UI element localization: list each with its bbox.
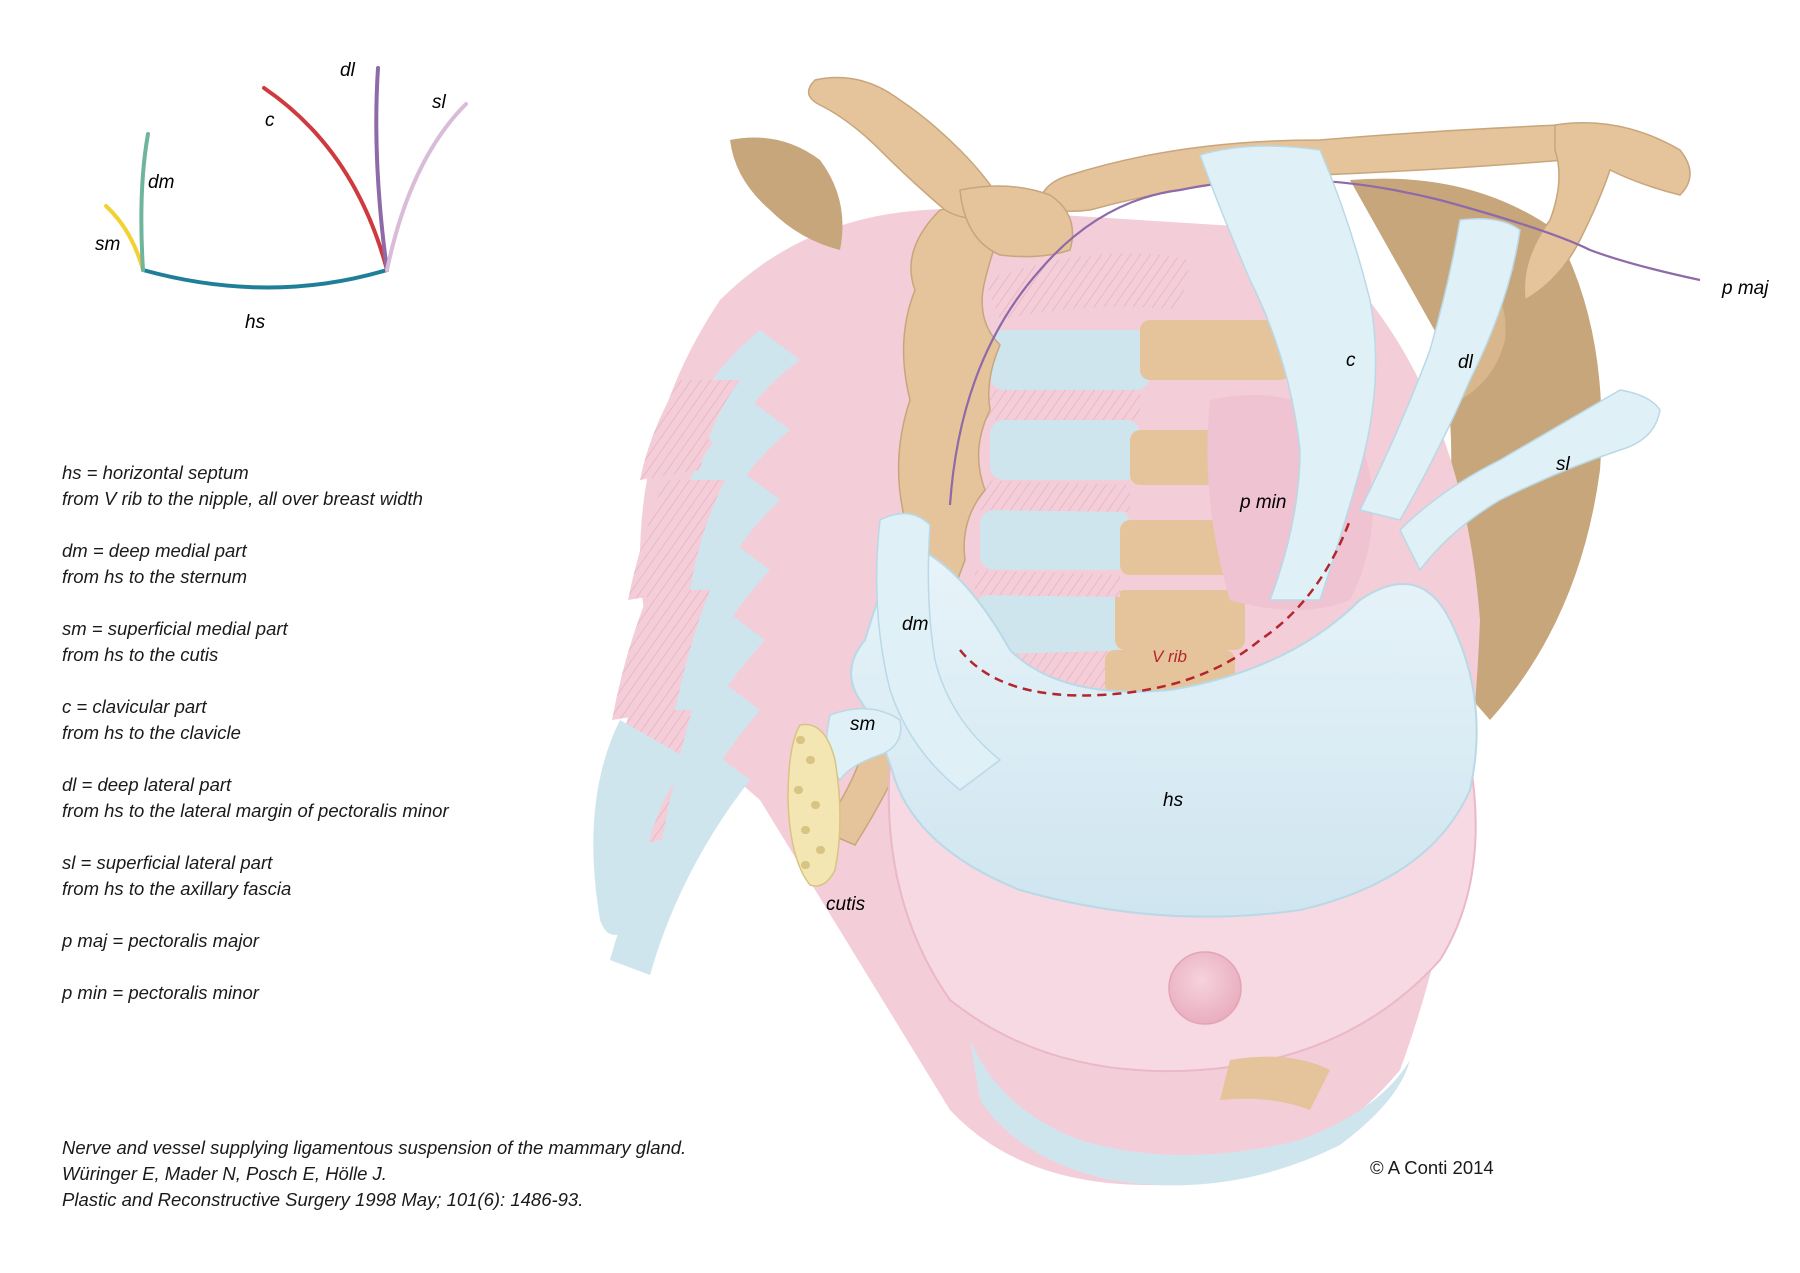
ligament-schema: sm dm c dl sl hs [95, 60, 468, 333]
legend-entry-hs: hs = horizontal septum from V rib to the… [62, 460, 582, 512]
label-dl: dl [1458, 352, 1474, 373]
label-sm: sm [850, 714, 875, 735]
nipple [1168, 951, 1242, 1025]
legend-c-term: c = clavicular part [62, 696, 207, 717]
legend-entry-sl: sl = superficial lateral part from hs to… [62, 850, 582, 902]
legend-dl-term: dl = deep lateral part [62, 774, 232, 795]
legend-p-min-term: p min = pectoralis minor [62, 982, 259, 1003]
legend-dm-desc: from hs to the sternum [62, 566, 248, 587]
label-v-rib: V rib [1152, 647, 1187, 666]
lower-rib-bone [1220, 1056, 1330, 1110]
left-ribs [600, 330, 800, 975]
schema-label-sl: sl [432, 92, 447, 113]
left-scapula [730, 137, 843, 250]
legend-sl-desc: from hs to the axillary fascia [62, 878, 292, 899]
legend-entry-p-maj: p maj = pectoralis major [62, 928, 582, 954]
citation-journal: Plastic and Reconstructive Surgery 1998 … [62, 1189, 584, 1210]
deep-medial-strip [875, 512, 1002, 791]
legend-dl-desc: from hs to the lateral margin of pectora… [62, 800, 449, 821]
schema-label-sm: sm [95, 234, 120, 255]
schema-label-dm: dm [148, 172, 174, 193]
manubrium [959, 185, 1074, 258]
legend-entry-c: c = clavicular part from hs to the clavi… [62, 694, 582, 746]
citation-authors: Würinger E, Mader N, Posch E, Hölle J. [62, 1163, 387, 1184]
label-c: c [1346, 350, 1356, 371]
legend-sl-term: sl = superficial lateral part [62, 852, 273, 873]
legend-sm-term: sm = superficial medial part [62, 618, 288, 639]
legend-p-maj-term: p maj = pectoralis major [62, 930, 259, 951]
label-cutis: cutis [826, 894, 866, 915]
citation-title: Nerve and vessel supplying ligamentous s… [62, 1137, 687, 1158]
v-rib-dashed-line [959, 519, 1352, 697]
label-dm: dm [902, 614, 928, 635]
lower-costal-arch [970, 1040, 1410, 1186]
citation: Nerve and vessel supplying ligamentous s… [62, 1135, 686, 1213]
legend-entry-p-min: p min = pectoralis minor [62, 980, 582, 1006]
deep-lateral-strip [1358, 218, 1521, 521]
cutis-fat-dots [794, 736, 825, 869]
thorax-illustration: p maj c dl sl p min dm V rib sm hs cutis [593, 76, 1769, 1186]
copyright: © A Conti 2014 [1370, 1157, 1494, 1178]
acromion [1523, 122, 1691, 302]
label-p-min: p min [1239, 492, 1286, 513]
label-p-maj: p maj [1721, 278, 1769, 299]
legend-sm-desc: from hs to the cutis [62, 644, 219, 665]
costal-arch-left [593, 720, 690, 935]
legend-entry-dm: dm = deep medial part from hs to the ste… [62, 538, 582, 590]
legend-hs-desc: from V rib to the nipple, all over breas… [62, 488, 423, 509]
scapula-shape [1350, 178, 1602, 721]
superficial-lateral-strip [1399, 389, 1661, 572]
schema-dm-line [139, 132, 150, 272]
schema-hs-line [141, 268, 389, 290]
schema-dl-line [374, 66, 389, 272]
schema-label-dl: dl [340, 60, 356, 81]
label-sl: sl [1556, 454, 1571, 475]
clavicular-part-strip [1199, 145, 1377, 601]
legend-hs-term: hs = horizontal septum [62, 462, 249, 483]
schema-label-c: c [265, 110, 275, 131]
legend: hs = horizontal septum from V rib to the… [62, 460, 582, 1032]
schema-label-hs: hs [245, 312, 266, 333]
legend-entry-dl: dl = deep lateral part from hs to the la… [62, 772, 582, 824]
schema-c-line [262, 86, 389, 272]
schema-sl-line [385, 102, 468, 272]
legend-dm-term: dm = deep medial part [62, 540, 247, 561]
legend-c-desc: from hs to the clavicle [62, 722, 241, 743]
legend-entry-sm: sm = superficial medial part from hs to … [62, 616, 582, 668]
label-hs: hs [1163, 790, 1184, 811]
